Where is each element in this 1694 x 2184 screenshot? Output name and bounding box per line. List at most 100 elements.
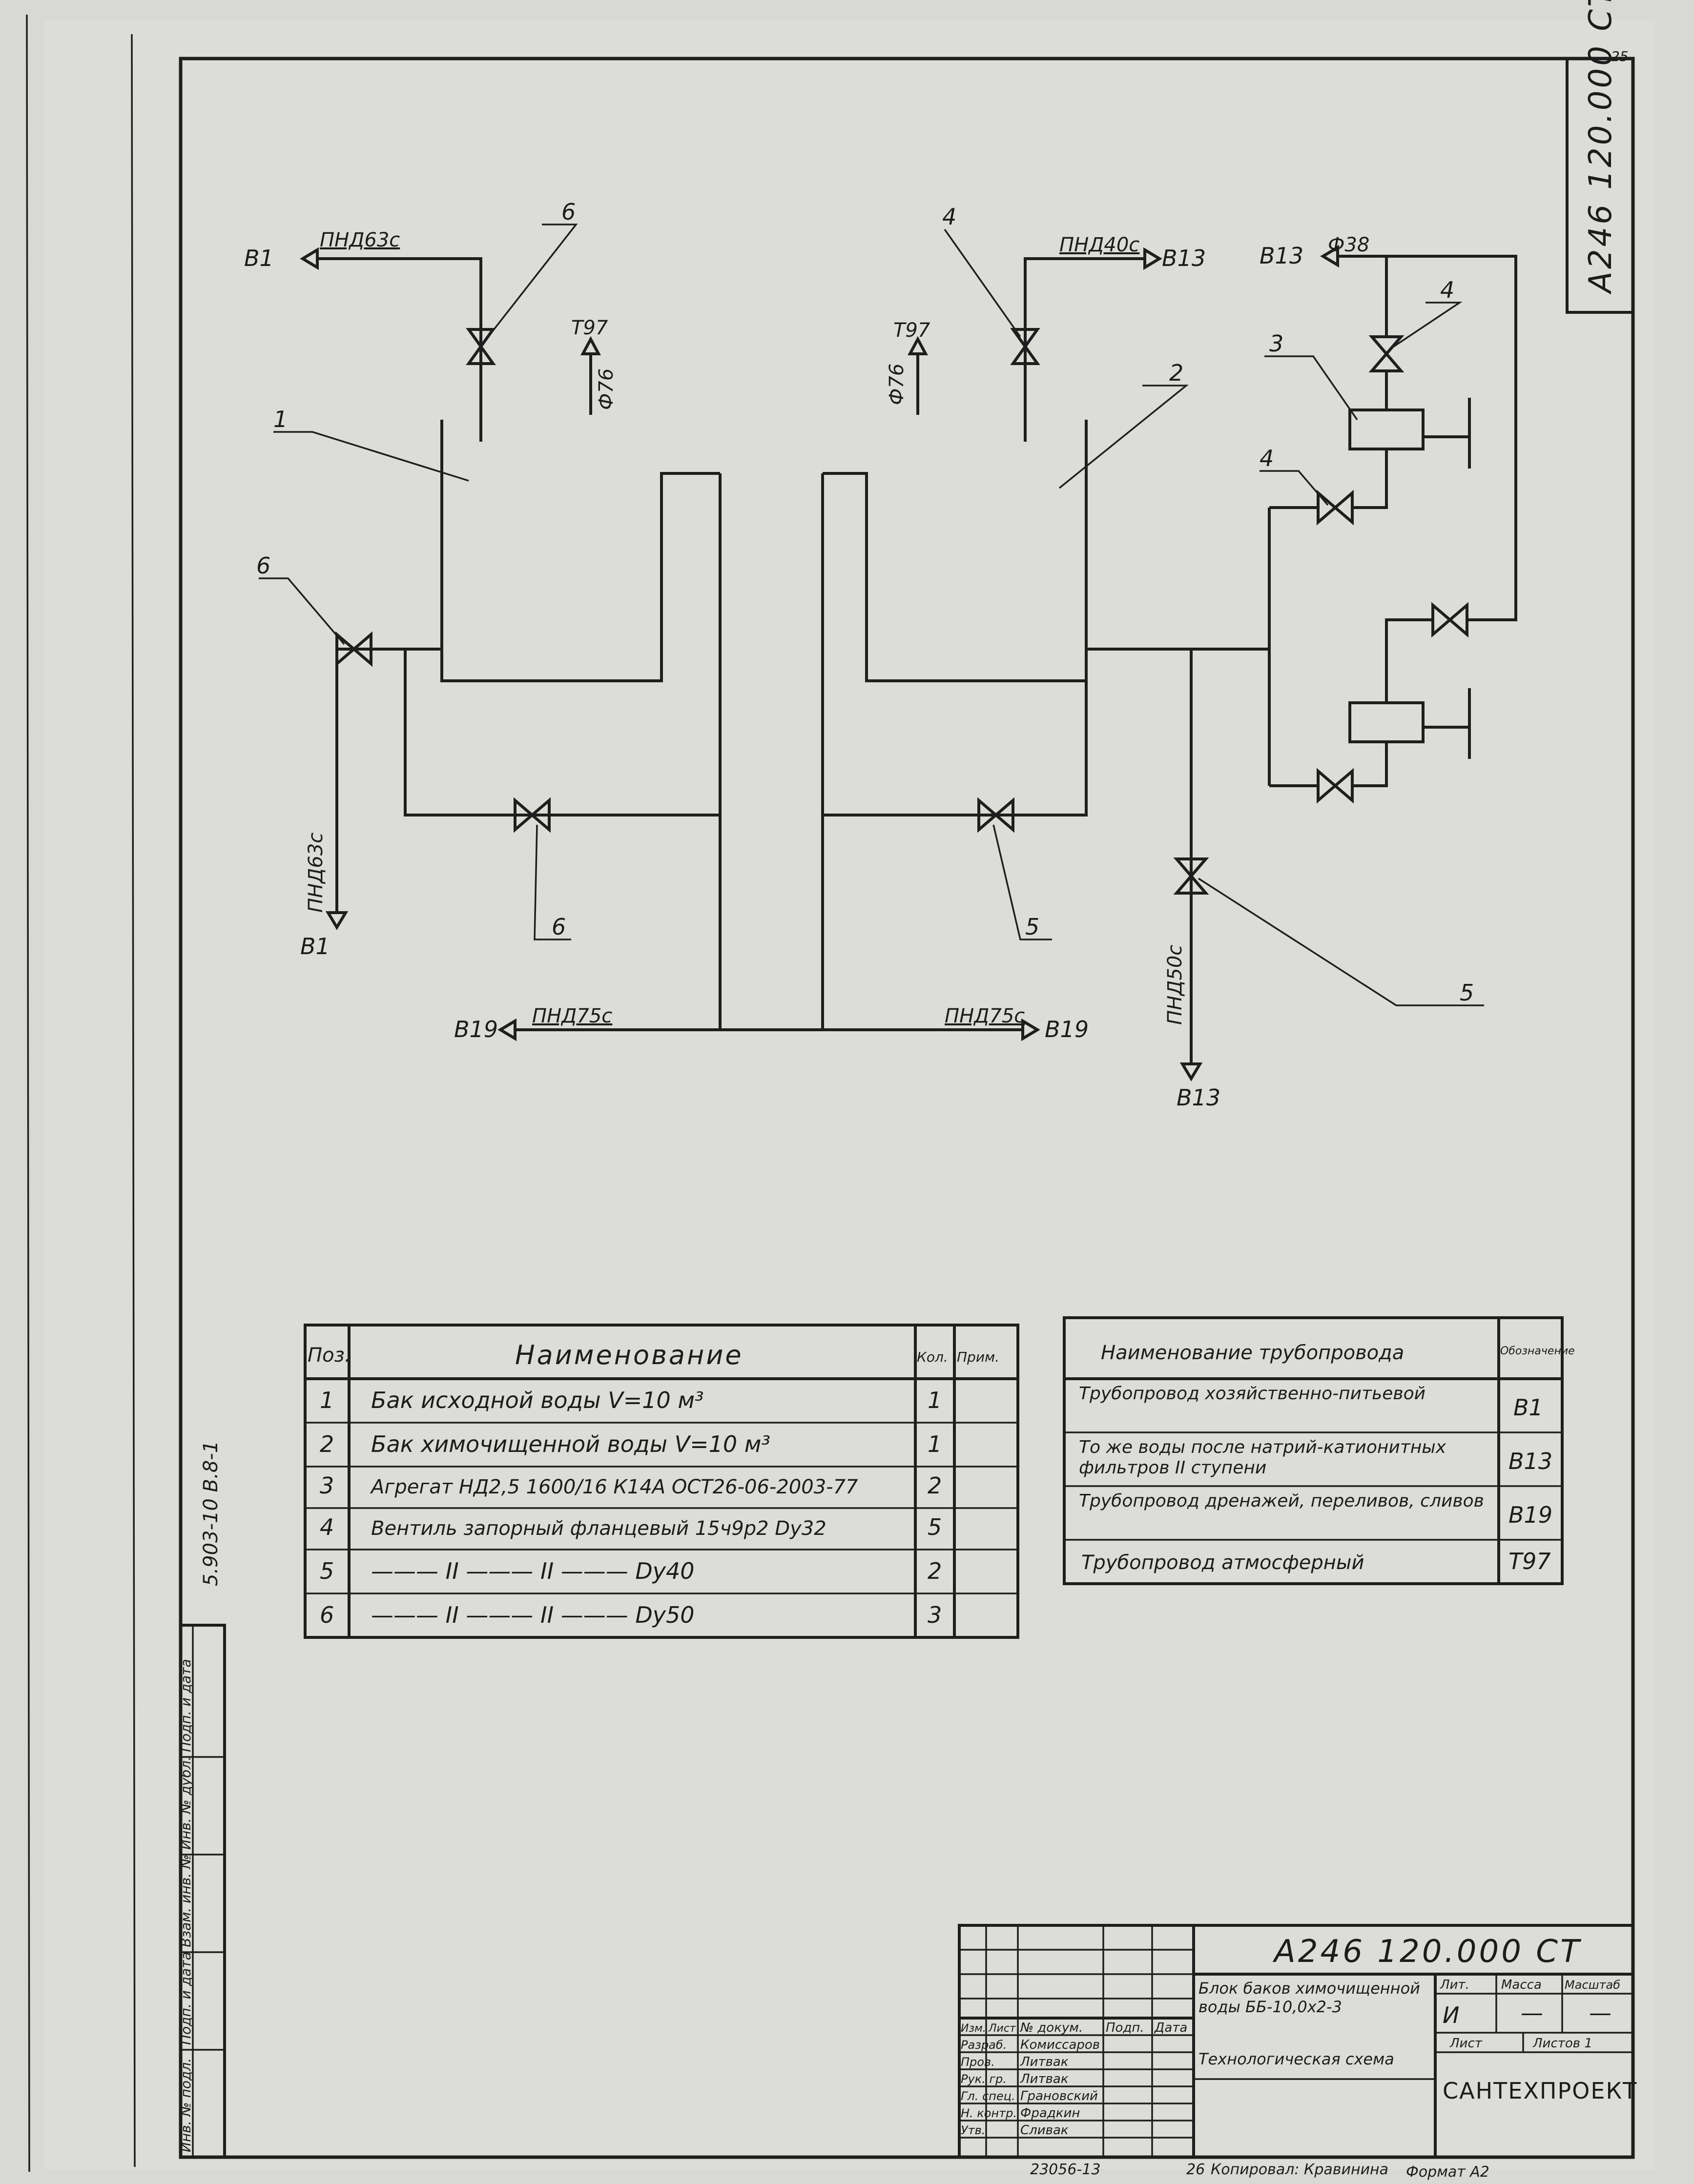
label-pnd75-right: ПНД75с (945, 1005, 1025, 1027)
tb-role-4: Гл. спец. (961, 2089, 1015, 2103)
pipe-row-2-name-box: То же воды после натрий-катионитных филь… (1079, 1437, 1446, 1478)
pipe-row-3-name: Трубопровод дренажей, переливов, сливов (1079, 1491, 1484, 1511)
drawing-frame (179, 57, 1635, 2159)
tb-scale-label: Масштаб (1565, 1978, 1620, 1992)
pipe-row-2-code: В13 (1508, 1448, 1552, 1474)
label-pnd40: ПНД40с (1059, 234, 1139, 256)
spec-table-border (304, 1324, 1019, 1639)
pipe-bypass-2 (823, 649, 1088, 816)
leader-6-left (259, 577, 345, 645)
tb-stage: И (1443, 2002, 1459, 2028)
tank-1 (440, 420, 720, 682)
page-number: 25 (1611, 48, 1629, 64)
code-stamp-text: А246 120.000 СТ (1583, 0, 1619, 295)
callout-tank-1: 1 (273, 406, 288, 432)
arrow-b13-right (1320, 245, 1339, 268)
tb-sheet-label: Лист (1449, 2036, 1483, 2051)
spec-row-3-pos: 3 (320, 1472, 334, 1499)
spec-row-2-pos: 2 (320, 1431, 334, 1457)
tb-mass: — (1521, 2000, 1543, 2026)
arrow-b1-top (300, 247, 319, 270)
spec-header-pos: Поз. (308, 1344, 351, 1367)
valve-5-bypass-a (977, 797, 998, 833)
label-b13-top: В13 (1162, 245, 1206, 271)
spec-row-2-name: Бак химочищенной воды V=10 м³ (371, 1431, 770, 1457)
side-stamp-cell-4: Инв. № дубл. (178, 1756, 194, 1850)
side-stamp-cell-2: Подп. и дата (178, 1952, 194, 2045)
valve-4-disch-lower (1368, 351, 1405, 372)
order-suffix: 26 (1186, 2161, 1205, 2178)
format-label: Формат А2 (1406, 2164, 1489, 2181)
margin-line (131, 34, 136, 2167)
leader-5-bypass (992, 824, 1052, 940)
pipe-row-3-code: В19 (1508, 1502, 1552, 1528)
pipe-table-border (1063, 1316, 1564, 1585)
pipe-row-3-name-box: Трубопровод дренажей, переливов, сливов (1079, 1491, 1484, 1511)
side-stamp-cell-3: Взам. инв. № (178, 1855, 194, 1947)
pipe-header-code: Обозначение (1500, 1345, 1575, 1357)
tb-doc-code: А246 120.000 СТ (1272, 1934, 1582, 1970)
label-b13-bottom: В13 (1177, 1084, 1220, 1111)
tb-name-3: Литвак (1020, 2072, 1069, 2086)
spec-header-name: Наименование (515, 1340, 744, 1370)
pump-2-motor (1423, 688, 1471, 759)
label-t97-right: Т97 (893, 319, 930, 342)
valve-5-drain-lower (1173, 874, 1209, 895)
valve-6-left-a (335, 631, 356, 667)
label-b1-top: В1 (244, 245, 274, 271)
tb-col-doc: № докум. (1019, 2021, 1083, 2035)
label-b13-right: В13 (1260, 243, 1303, 269)
label-b19-left: В19 (454, 1016, 498, 1042)
discharge-return (1386, 255, 1517, 621)
callout-valve-drain: 5 (1460, 980, 1474, 1006)
tb-sheets-label: Листов 1 (1532, 2036, 1592, 2051)
tb-role-1: Разраб. (961, 2038, 1007, 2052)
spec-row-6-pos: 6 (320, 1602, 334, 1628)
valve-6-bypass-a (514, 797, 535, 833)
pump-1-motor (1423, 398, 1471, 469)
valve-pump-2-a (1317, 768, 1338, 804)
label-d76-right: Ф76 (886, 364, 908, 405)
tb-col-sign: Подп. (1106, 2021, 1144, 2035)
tank-2 (823, 420, 1088, 682)
valve-5-bypass-b (993, 797, 1014, 833)
label-pnd75-left: ПНД75с (532, 1005, 612, 1027)
spec-row-2-qty: 1 (928, 1431, 942, 1457)
callout-valve-pump-top: 4 (1440, 277, 1454, 303)
tb-role-3: Рук. гр. (961, 2072, 1007, 2086)
side-code: 5.903-10 В.8-1 (200, 1441, 222, 1586)
leader-6-bypass (534, 824, 571, 940)
tb-mass-label: Масса (1501, 1978, 1542, 1992)
spec-row-4-name: Вентиль запорный фланцевый 15ч9р2 Dу32 (371, 1517, 826, 1540)
label-b1-bottom: В1 (300, 933, 330, 959)
valve-6-top-lower (466, 344, 496, 365)
leader-2 (1058, 385, 1189, 489)
tb-company: САНТЕХПРОЕКТ (1443, 2078, 1637, 2104)
pipe-row-4-name: Трубопровод атмосферный (1081, 1551, 1364, 1574)
process-diagram: 1 2 3 6 4 4 4 6 6 5 5 В1 ПНД63с В1 ПНД63… (244, 199, 1517, 1111)
arrow-b1-bottom (325, 911, 349, 930)
spec-row-4-pos: 4 (320, 1514, 334, 1540)
spec-header-qty: Кол. (917, 1349, 948, 1365)
callout-valve-top-left: 6 (561, 199, 576, 225)
label-t97-left: Т97 (571, 317, 608, 339)
tb-role-2: Пров. (961, 2055, 995, 2069)
arrow-t97-right (908, 336, 928, 355)
label-pnd50: ПНД50с (1164, 945, 1186, 1025)
tb-role-5: Н. контр. (961, 2106, 1017, 2120)
valve-disch-2-b (1447, 602, 1468, 638)
leader-3 (1264, 355, 1358, 420)
pump-2-link (1352, 742, 1388, 787)
callout-valve-left: 6 (256, 552, 270, 579)
code-stamp (1566, 57, 1634, 314)
leader-4-pump-mid (1260, 470, 1329, 506)
leader-6-top (487, 224, 578, 338)
spec-row-5-pos: 5 (320, 1558, 334, 1584)
spec-row-6-name: ——— II ——— II ——— Dу50 (371, 1602, 695, 1628)
pipe-header-name: Наименование трубопровода (1101, 1342, 1404, 1364)
label-d38: Ф38 (1328, 234, 1369, 256)
pipe-row-2-name: То же воды после натрий-катионитных филь… (1079, 1437, 1446, 1478)
tb-object-title: Блок баков химочищенной воды ББ-10,0х2-3 (1198, 1979, 1420, 2016)
valve-4-top-upper (1010, 328, 1040, 349)
tb-lit-label: Лит. (1440, 1978, 1469, 1992)
